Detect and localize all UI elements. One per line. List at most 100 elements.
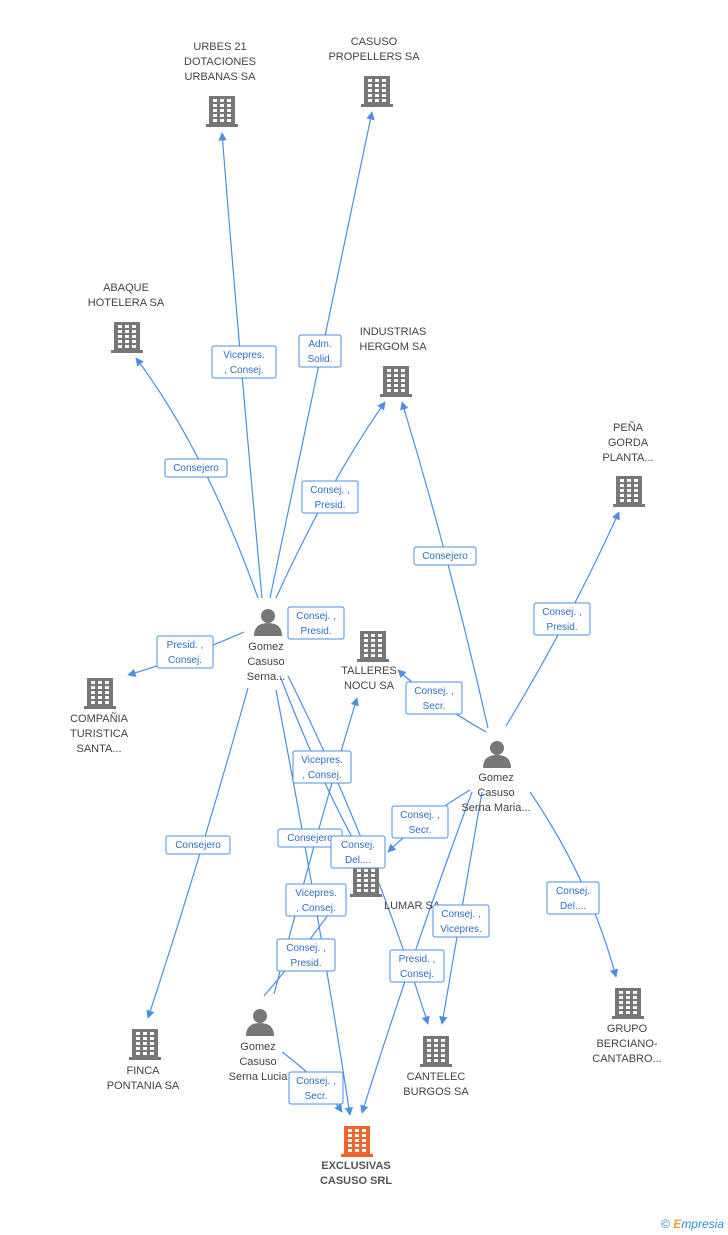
role-label-box <box>330 835 386 869</box>
company-node[interactable]: GRUPOBERCIANO-CANTABRO... <box>592 988 662 1065</box>
role-label[interactable]: Consej. ,Presid. <box>533 602 591 636</box>
building-icon <box>206 96 238 127</box>
building-icon <box>111 322 143 353</box>
person-icon <box>483 741 511 768</box>
node-label: CASUSO <box>351 36 398 48</box>
role-label-text: Consej. , <box>400 810 439 821</box>
role-label-box <box>285 883 347 917</box>
role-label-text: Consej. <box>341 840 375 851</box>
node-label: GRUPO <box>607 1023 648 1035</box>
role-label[interactable]: Vicepres., Consej. <box>285 883 347 917</box>
node-label: SANTA... <box>76 743 121 755</box>
building-icon <box>361 76 393 107</box>
role-label[interactable]: Consej. ,Vicepres. <box>432 904 490 938</box>
copyright-symbol: © <box>661 1217 670 1231</box>
role-label-text: Consej. , <box>296 611 335 622</box>
role-label-text: Consejero <box>422 551 468 562</box>
node-label: EXCLUSIVAS <box>321 1160 390 1172</box>
company-node[interactable]: COMPAÑIATURISTICASANTA... <box>70 678 129 755</box>
node-label: HERGOM SA <box>359 341 427 353</box>
role-label-text: Consej. , <box>414 686 453 697</box>
role-label-text: Presid. <box>290 958 321 969</box>
role-label-text: Consej. <box>400 969 434 980</box>
role-label-text: Presid. , <box>399 954 436 965</box>
role-label[interactable]: Consej. ,Secr. <box>288 1071 344 1105</box>
role-label[interactable]: Consejero <box>164 458 228 478</box>
role-label[interactable]: Consej. ,Presid. <box>287 606 345 640</box>
role-label[interactable]: Consej. ,Secr. <box>391 805 449 839</box>
role-label-text: Consej. , <box>286 943 325 954</box>
role-label[interactable]: Consej. ,Secr. <box>405 681 463 715</box>
role-label-text: Adm. <box>308 339 331 350</box>
role-label-box <box>288 1071 344 1105</box>
role-label[interactable]: Adm. Solid. <box>298 334 342 368</box>
node-label: FINCA <box>127 1065 161 1077</box>
company-node[interactable]: LUMAR SA <box>350 866 441 912</box>
role-label-box <box>298 334 342 368</box>
role-label-box <box>391 805 449 839</box>
relation-edge <box>135 357 259 599</box>
building-icon <box>420 1036 452 1067</box>
building-icon <box>613 476 645 507</box>
role-label-box <box>292 750 352 784</box>
role-label[interactable]: Consej. Del.... <box>330 835 386 869</box>
role-label-box <box>405 681 463 715</box>
node-label: Gomez <box>240 1041 275 1053</box>
node-label: ABAQUE <box>103 282 149 294</box>
role-label[interactable]: Presid. , Consej. <box>389 949 445 983</box>
role-label[interactable]: Consej. , Presid. <box>276 938 336 972</box>
role-label-text: Solid. <box>307 354 332 365</box>
node-label: Gomez <box>248 641 283 653</box>
node-label: Serna... <box>247 671 286 683</box>
brand-footer[interactable]: © Empresia <box>661 1217 724 1231</box>
company-node[interactable]: PEÑAGORDAPLANTA... <box>602 421 654 507</box>
person-node[interactable]: GomezCasusoSerna... <box>247 609 286 683</box>
building-icon <box>84 678 116 709</box>
node-label: Serna Lucia <box>229 1071 289 1083</box>
role-label-text: Consej. , <box>296 1076 335 1087</box>
role-label-box <box>389 949 445 983</box>
role-label[interactable]: Vicepres., Consej. <box>292 750 352 784</box>
role-label[interactable]: Vicepres., Consej. <box>211 345 277 379</box>
node-label: PEÑA <box>613 421 644 434</box>
role-label-text: Presid. , <box>167 640 204 651</box>
node-label: NOCU SA <box>344 680 395 692</box>
node-label: URBES 21 <box>193 41 246 53</box>
role-label[interactable]: Consej. ,Presid. <box>301 480 359 514</box>
node-label: TURISTICA <box>70 728 129 740</box>
role-label-text: Presid. <box>546 622 577 633</box>
role-label-text: Consejero <box>173 463 219 474</box>
building-icon <box>357 631 389 662</box>
role-label-text: Consejero <box>287 833 333 844</box>
brand-logo-name: mpresia <box>681 1217 724 1231</box>
role-label-text: Vicepres. <box>440 924 482 935</box>
company-node[interactable]: ABAQUE HOTELERA SA <box>88 282 165 353</box>
person-icon <box>254 609 282 636</box>
role-label-text: Consej. <box>168 655 202 666</box>
role-label[interactable]: Consejero <box>413 546 477 566</box>
node-label: DOTACIONES <box>184 56 256 68</box>
role-label-text: Consej. <box>556 886 590 897</box>
role-label[interactable]: Presid. , Consej. <box>156 635 214 669</box>
role-label[interactable]: Consejero <box>165 835 231 855</box>
company-node[interactable]: FINCA PONTANIA SA <box>107 1029 180 1092</box>
role-label-text: Del.... <box>345 855 371 866</box>
node-label: HOTELERA SA <box>88 297 165 309</box>
role-label-box <box>156 635 214 669</box>
role-label-box <box>276 938 336 972</box>
node-label: TALLERES <box>341 665 396 677</box>
role-label-box <box>546 881 600 915</box>
role-label-text: Consejero <box>175 840 221 851</box>
node-label: PONTANIA SA <box>107 1080 180 1092</box>
role-label[interactable]: Consej.Del.... <box>546 881 600 915</box>
company-node[interactable]: TALLERES NOCU SA <box>341 631 397 692</box>
